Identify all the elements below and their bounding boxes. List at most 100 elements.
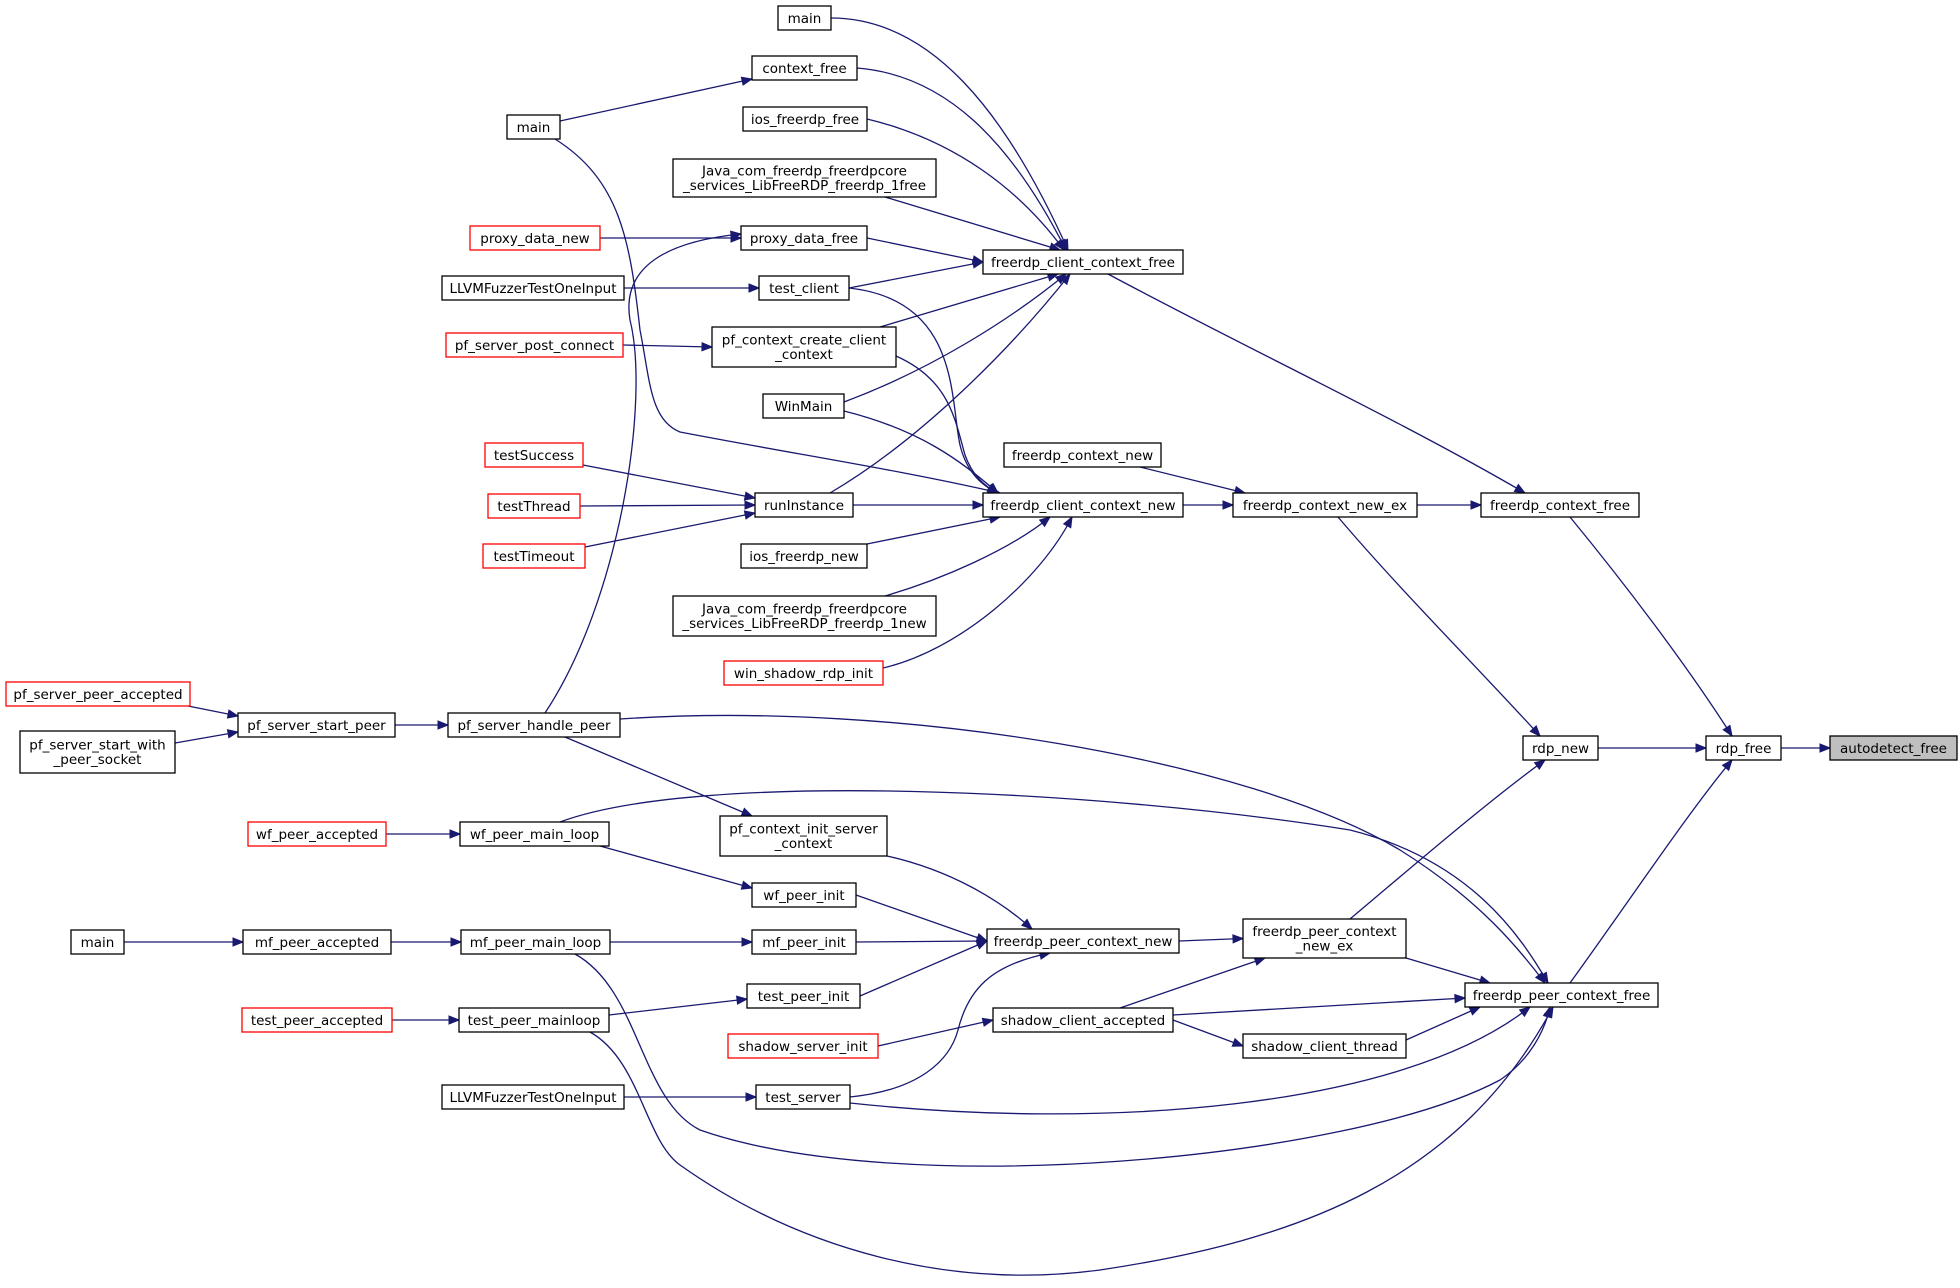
graph-node-llvm-top[interactable]: LLVMFuzzerTestOneInput (441, 275, 625, 301)
node-label: test_peer_accepted (251, 1013, 383, 1029)
graph-node-rdp-new[interactable]: rdp_new (1522, 735, 1599, 761)
graph-node-test-server[interactable]: test_server (755, 1084, 851, 1110)
node-box (447, 712, 621, 738)
graph-node-pf-context-init-server[interactable]: pf_context_init_server_context (719, 815, 888, 857)
arrowhead (1543, 1005, 1554, 1019)
arrowhead (1020, 918, 1034, 930)
graph-node-freerdp-peer-context-new[interactable]: freerdp_peer_context_new (986, 928, 1180, 954)
graph-node-pf-server-peer-accepted[interactable]: pf_server_peer_accepted (5, 681, 191, 707)
node-label: win_shadow_rdp_init (734, 666, 873, 682)
arrowhead (1533, 759, 1547, 771)
graph-node-java-new[interactable]: Java_com_freerdp_freerdpcore_services_Li… (672, 595, 937, 637)
node-label: _peer_socket (53, 752, 142, 768)
graph-node-pf-context-create-client[interactable]: pf_context_create_client_context (711, 326, 897, 368)
graph-node-test-peer-mainloop[interactable]: test_peer_mainloop (458, 1007, 610, 1033)
call-edge (579, 500, 757, 510)
graph-node-runinstance[interactable]: runInstance (754, 492, 854, 518)
graph-node-pf-server-start-peer[interactable]: pf_server_start_peer (237, 712, 396, 738)
call-edge (895, 355, 1000, 494)
graph-node-test-peer-init[interactable]: test_peer_init (746, 983, 861, 1009)
node-label: runInstance (764, 498, 844, 514)
graph-node-shadow-server-init[interactable]: shadow_server_init (727, 1033, 879, 1059)
graph-node-autodetect-free: autodetect_free (1829, 735, 1958, 761)
graph-node-win-shadow-rdp-init[interactable]: win_shadow_rdp_init (723, 660, 884, 686)
graph-node-context-free[interactable]: context_free (751, 55, 858, 81)
node-label: pf_context_create_client (722, 333, 886, 349)
call-edge (599, 845, 754, 890)
arrowhead (1062, 515, 1073, 529)
node-label: _services_LibFreeRDP_freerdp_1free (682, 178, 926, 194)
graph-node-main-left[interactable]: main (70, 929, 125, 955)
graph-node-main-top[interactable]: main (777, 5, 832, 31)
graph-node-freerdp-peer-context-free[interactable]: freerdp_peer_context_free (1464, 982, 1659, 1008)
call-edge (1172, 1019, 1245, 1047)
node-box (242, 929, 392, 955)
graph-node-test-peer-accepted[interactable]: test_peer_accepted (241, 1007, 393, 1033)
arrowhead (745, 1092, 758, 1102)
graph-node-wf-peer-init[interactable]: wf_peer_init (751, 882, 857, 908)
node-box (469, 225, 601, 251)
call-edge (1172, 993, 1467, 1016)
node-box (1480, 492, 1640, 518)
graph-node-freerdp-context-free[interactable]: freerdp_context_free (1480, 492, 1640, 518)
graph-node-mf-peer-main-loop[interactable]: mf_peer_main_loop (460, 929, 611, 955)
call-edge (1569, 516, 1733, 738)
call-edge-line (866, 516, 1001, 545)
node-label: pf_server_start_with (29, 738, 165, 754)
graph-node-rdp-free[interactable]: rdp_free (1705, 735, 1782, 761)
call-edge (866, 237, 985, 265)
graph-node-freerdp-context-new[interactable]: freerdp_context_new (1003, 442, 1162, 468)
graph-node-testthread[interactable]: testThread (487, 493, 581, 519)
node-box (237, 712, 396, 738)
node-label: mf_peer_main_loop (470, 935, 601, 951)
call-edge (1781, 743, 1832, 753)
graph-node-testtimeout[interactable]: testTimeout (482, 543, 586, 569)
graph-node-llvm-bottom[interactable]: LLVMFuzzerTestOneInput (441, 1084, 625, 1110)
graph-node-freerdp-client-context-free[interactable]: freerdp_client_context_free (982, 249, 1184, 275)
call-edge (392, 1015, 461, 1025)
graph-node-testsuccess[interactable]: testSuccess (484, 442, 584, 468)
call-edge-line (1569, 759, 1733, 984)
call-edge-line (866, 118, 1065, 251)
graph-node-proxy-data-free[interactable]: proxy_data_free (740, 225, 868, 251)
graph-node-freerdp-client-context-new[interactable]: freerdp_client_context_new (982, 492, 1184, 518)
graph-node-pf-server-post-connect[interactable]: pf_server_post_connect (445, 332, 624, 358)
graph-node-freerdp-peer-context-new-ex[interactable]: freerdp_peer_context_new_ex (1242, 918, 1407, 959)
call-edge-line (855, 894, 988, 942)
node-label: rdp_new (1532, 741, 1589, 757)
graph-node-java-free[interactable]: Java_com_freerdp_freerdpcore_services_Li… (672, 158, 937, 198)
node-label: proxy_data_new (480, 231, 589, 247)
call-edge (884, 196, 1062, 252)
graph-node-mf-peer-init[interactable]: mf_peer_init (751, 929, 857, 955)
graph-node-main-mid[interactable]: main (506, 114, 561, 140)
graph-node-shadow-client-thread[interactable]: shadow_client_thread (1242, 1033, 1407, 1059)
graph-node-freerdp-context-new-ex[interactable]: freerdp_context_new_ex (1232, 492, 1418, 518)
call-edge-line (1172, 997, 1466, 1016)
graph-node-pf-server-start-with-peer-socket[interactable]: pf_server_start_with_peer_socket (19, 730, 176, 774)
graph-node-shadow-client-accepted[interactable]: shadow_client_accepted (992, 1007, 1174, 1033)
graph-node-pf-server-handle-peer[interactable]: pf_server_handle_peer (447, 712, 621, 738)
node-label: WinMain (775, 399, 833, 415)
graph-node-winmain[interactable]: WinMain (762, 393, 845, 419)
node-label: test_peer_mainloop (468, 1013, 601, 1029)
node-box (755, 1084, 851, 1110)
node-box (1242, 1033, 1407, 1059)
graph-node-ios-freerdp-new[interactable]: ios_freerdp_new (740, 543, 868, 569)
node-box (777, 5, 832, 31)
arrowhead (1232, 934, 1245, 944)
graph-node-wf-peer-main-loop[interactable]: wf_peer_main_loop (459, 821, 610, 847)
graph-node-ios-freerdp-free[interactable]: ios_freerdp_free (742, 106, 868, 132)
arrowhead (1470, 500, 1483, 510)
call-edge (848, 259, 985, 289)
call-edge (855, 936, 989, 946)
node-box (719, 815, 888, 857)
arrowhead (449, 829, 462, 839)
graph-node-proxy-data-new[interactable]: proxy_data_new (469, 225, 601, 251)
node-box (460, 929, 611, 955)
graph-node-mf-peer-accepted[interactable]: mf_peer_accepted (242, 929, 392, 955)
graph-node-wf-peer-accepted[interactable]: wf_peer_accepted (247, 821, 387, 847)
arrowhead (448, 1015, 461, 1025)
arrowhead (1053, 238, 1065, 252)
node-label: Java_com_freerdp_freerdpcore (701, 164, 907, 180)
graph-node-test-client[interactable]: test_client (758, 275, 850, 301)
